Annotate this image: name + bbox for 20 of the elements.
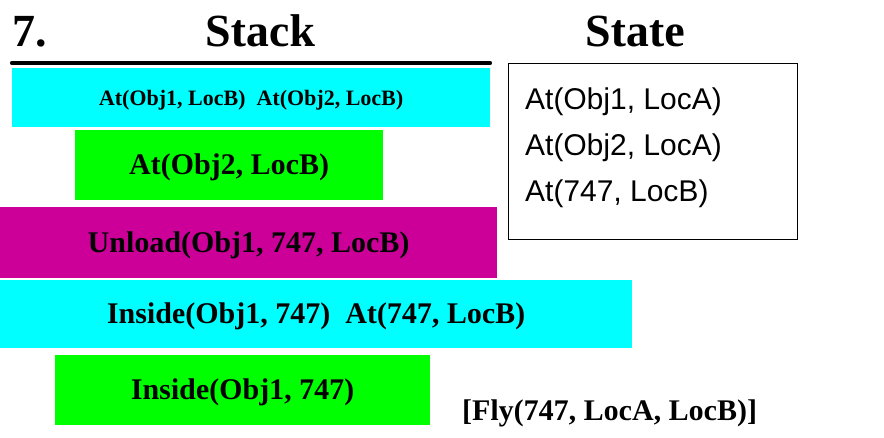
goal-box (12, 68, 490, 127)
section-number: 7. (12, 4, 46, 57)
goal-text: At(Obj2, LocB) (256, 84, 404, 110)
goal-text: At(747, LocB) (345, 297, 526, 331)
goal-text: Inside(Obj1, 747) (130, 373, 354, 407)
action-label: [Fly(747, LocA, LocB)] (462, 393, 757, 428)
goal-box (55, 355, 430, 425)
goal-box (0, 280, 632, 348)
goal-box (0, 207, 497, 278)
goal-text: Inside(Obj1, 747) (106, 297, 330, 331)
goal-box (75, 130, 383, 200)
column-heading: Stack (205, 4, 315, 57)
state-fact: At(Obj1, LocA) (525, 82, 722, 118)
column-heading: State (585, 4, 685, 58)
goal-text: Unload(Obj1, 747, LocB) (88, 226, 410, 260)
state-box (508, 63, 798, 240)
state-fact: At(Obj2, LocA) (525, 128, 722, 164)
goal-text: At(Obj2, LocB) (129, 148, 329, 182)
state-fact: At(747, LocB) (525, 174, 708, 210)
goal-text: At(Obj1, LocB) (98, 84, 246, 110)
